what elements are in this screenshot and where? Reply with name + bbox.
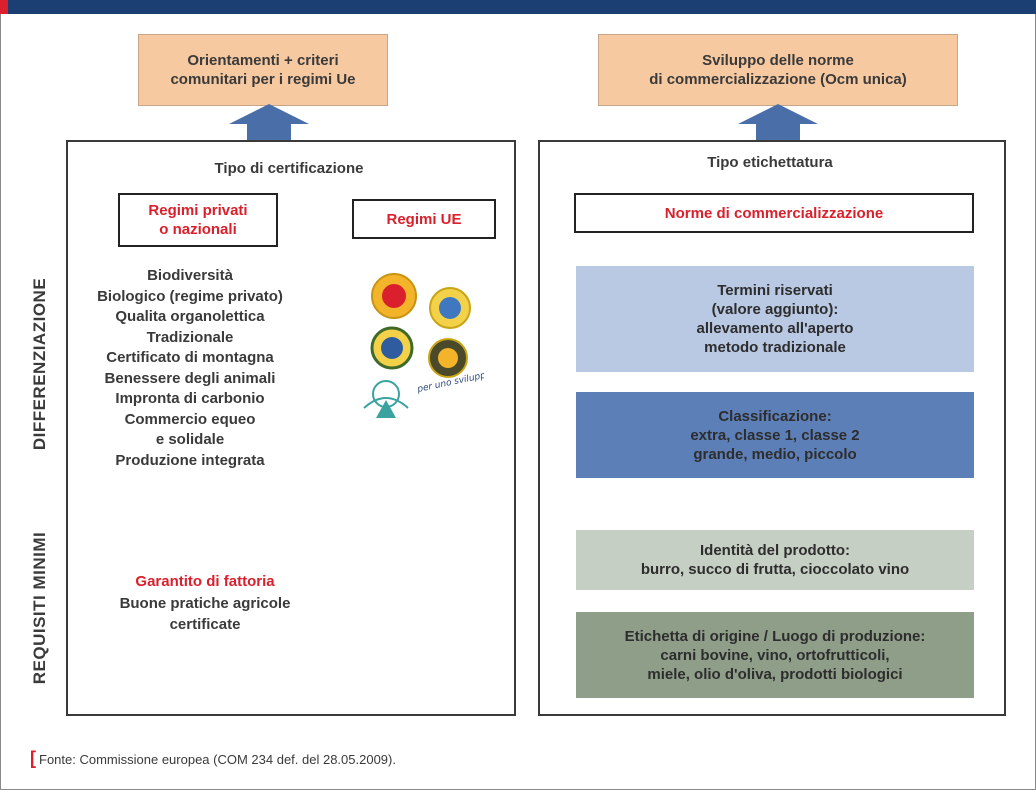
reserved-terms-stripe: Termini riservati (valore aggiunto): all…	[576, 266, 974, 372]
source-text: Fonte: Commissione europea (COM 234 def.…	[39, 752, 396, 767]
list-item: Biodiversità	[147, 267, 233, 284]
classification-stripe: Classificazione: extra, classe 1, classe…	[576, 392, 974, 478]
private-regimes-box: Regimi privati o nazionali	[118, 193, 278, 247]
label-differenziazione: DIFFERENZIAZIONE	[30, 277, 49, 451]
farm-guarantee-label: Garantito di fattoria	[135, 573, 275, 590]
differentiation-list: Biodiversità Biologico (regime privato) …	[70, 266, 310, 471]
list-item: Qualita organolettica	[115, 308, 265, 325]
pdo-logo	[371, 273, 417, 319]
list-item: Benessere degli animali	[104, 369, 276, 387]
eu-quality-logos: per uno sviluppo verde?	[363, 273, 484, 418]
source-bracket: [	[30, 748, 36, 768]
top-box-left: Orientamenti + criteri comunitari per i …	[138, 34, 388, 106]
eu-regimes-box: Regimi UE	[352, 199, 496, 239]
marketing-standards-box: Norme di commercializzazione	[574, 193, 974, 233]
pgi-logo	[429, 287, 471, 329]
minimum-requirements-list: Buone pratiche agricole certificate	[90, 594, 320, 635]
top-box-right: Sviluppo delle norme di commercializzazi…	[598, 34, 958, 106]
tsg-logo	[370, 326, 414, 370]
product-identity-stripe: Identità del prodotto: burro, succo di f…	[576, 530, 974, 590]
certification-panel-title: Tipo di certificazione	[214, 160, 364, 177]
list-item: Buone pratiche agricole	[119, 595, 291, 612]
list-item: Produzione integrata	[115, 451, 265, 469]
list-item: e solidale	[155, 431, 225, 448]
list-item: Biologico (regime privato)	[97, 287, 283, 305]
origin-label-stripe: Etichetta di origine / Luogo di produzio…	[576, 612, 974, 698]
list-item: certificate	[169, 615, 241, 633]
up-arrow-right	[738, 104, 818, 142]
label-requisiti-minimi: REQUISITI MINIMI	[30, 531, 49, 685]
list-item: Tradizionale	[146, 328, 234, 346]
mountain-logo	[428, 338, 468, 378]
header-bar	[0, 0, 1036, 14]
list-item: Commercio equeo	[124, 410, 256, 428]
up-arrow-left	[229, 104, 309, 142]
labelling-panel-title: Tipo etichettatura	[707, 154, 833, 171]
header-accent	[0, 0, 8, 14]
organic-leaf-logo	[363, 380, 409, 418]
list-item: Certificato di montagna	[106, 349, 274, 366]
list-item: Impronta di carbonio	[115, 390, 265, 407]
source-note: [Fonte: Commissione europea (COM 234 def…	[30, 748, 396, 769]
